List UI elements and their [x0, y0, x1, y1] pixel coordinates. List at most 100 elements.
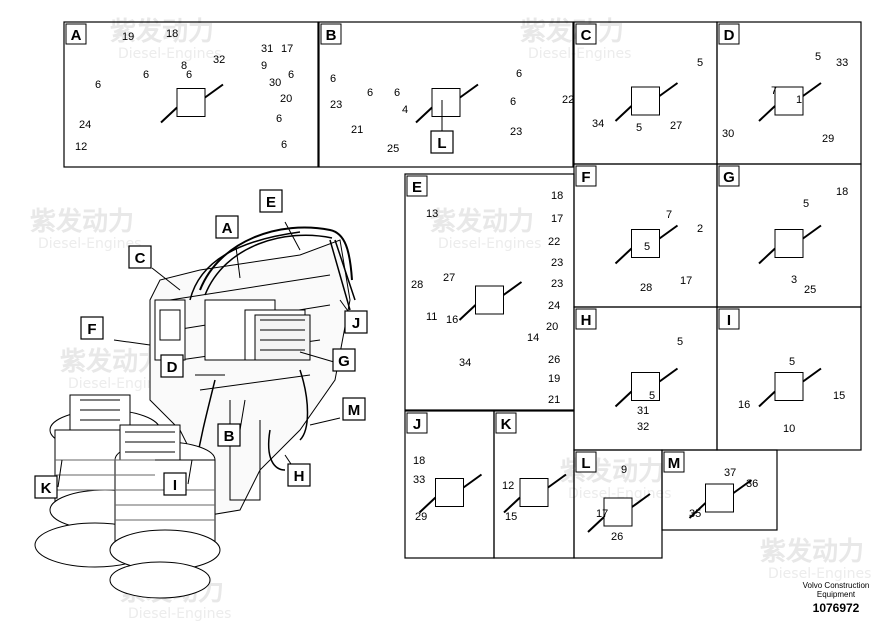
part-number-label: 23 [510, 126, 522, 138]
part-number-label: 6 [281, 139, 287, 151]
panel-tag: I [727, 312, 731, 329]
part-number-label: 5 [649, 390, 655, 402]
part-number-label: 25 [387, 143, 399, 155]
callout-letter: I [173, 477, 177, 494]
part-number-label: 8 [181, 60, 187, 72]
panel-border [661, 449, 778, 531]
hose-segment [160, 83, 224, 124]
panel-tag-box [575, 451, 597, 473]
part-number-label: 6 [367, 87, 373, 99]
part-number-label: 20 [546, 321, 558, 333]
panel-tag: G [723, 169, 735, 186]
part-number-label: 12 [75, 141, 87, 153]
hose-segment [415, 83, 479, 124]
watermark-cn: 紫发动力 [30, 206, 134, 237]
panel-border [63, 21, 319, 168]
part-number-label: 11 [426, 311, 437, 323]
panel-tag-box [320, 23, 342, 45]
callout-letter: B [224, 428, 235, 445]
fitting-block [475, 285, 504, 315]
panel-tag: L [581, 455, 590, 472]
callout-box [80, 316, 104, 340]
callout-g: G [332, 348, 356, 372]
part-number-label: 29 [415, 511, 427, 523]
callout-m: M [342, 397, 366, 421]
part-number-label: 18 [551, 190, 563, 202]
watermark-en: Diesel-Engines [528, 46, 631, 62]
part-number-label: 18 [166, 28, 178, 40]
callout-letter: F [87, 321, 96, 338]
part-number-label: 30 [722, 128, 734, 140]
part-number-label: 26 [548, 354, 560, 366]
part-number-label: 6 [330, 73, 336, 85]
part-number-label: 10 [783, 423, 795, 435]
part-number-label: 23 [551, 257, 563, 269]
callout-j: J [344, 310, 368, 334]
hose-segment [503, 473, 567, 514]
watermark-en: Diesel-Engines [438, 236, 541, 252]
part-number-label: 4 [402, 104, 408, 116]
part-number-label: 23 [330, 99, 342, 111]
panel-tag: K [501, 416, 512, 433]
panel-tag: M [668, 455, 681, 472]
watermark-en: Diesel-Engines [38, 236, 141, 252]
part-number-label: 20 [280, 93, 292, 105]
callout-box [344, 310, 368, 334]
part-number-label: 31 [261, 43, 273, 55]
callout-box [217, 423, 241, 447]
part-number-label: 14 [527, 332, 539, 344]
part-number-label: 22 [562, 94, 574, 106]
part-number-label: 28 [640, 282, 652, 294]
fitting-block [603, 497, 633, 527]
fitting-block [631, 229, 660, 258]
fitting-block [631, 372, 660, 401]
callout-box [163, 472, 187, 496]
part-number-label: 5 [636, 122, 642, 134]
hose-segment [614, 82, 679, 122]
panel-tag: E [412, 179, 422, 196]
part-number-label: 27 [443, 272, 455, 284]
callout-letter: M [348, 402, 361, 419]
hose-segment [758, 224, 822, 265]
part-number-label: 5 [815, 51, 821, 63]
part-number-label: 16 [738, 399, 750, 411]
watermark-cn: 紫发动力 [60, 346, 164, 377]
part-number-label: 33 [413, 474, 425, 486]
panel-tag: F [581, 169, 590, 186]
panel-tag-box [718, 165, 740, 187]
part-number-label: 17 [680, 275, 692, 287]
callout-letter: L [437, 135, 446, 152]
callout-box [287, 463, 311, 487]
panel-tag-box [65, 23, 87, 45]
part-number-label: 5 [803, 198, 809, 210]
callout-i: I [163, 472, 187, 496]
part-number-label: 34 [459, 357, 471, 369]
panel-tag-box [663, 451, 685, 473]
part-number-label: 2 [697, 223, 703, 235]
part-number-label: 33 [836, 57, 848, 69]
callout-box [128, 245, 152, 269]
hose-segment [758, 82, 822, 122]
callout-box [342, 397, 366, 421]
callout-box [332, 348, 356, 372]
callout-box [215, 215, 239, 239]
part-number-label: 15 [833, 390, 845, 402]
callout-letter: K [41, 480, 52, 497]
part-number-label: 16 [446, 314, 458, 326]
part-number-label: 9 [621, 464, 627, 476]
footer: Volvo Construction Equipment 1076972 [796, 581, 876, 615]
part-number: 1076972 [812, 601, 860, 615]
part-number-label: 3 [791, 274, 797, 286]
fitting-block [435, 478, 464, 507]
fitting-block [519, 478, 549, 507]
part-number-label: 27 [670, 120, 682, 132]
part-number-label: 32 [213, 54, 225, 66]
part-number-label: 5 [677, 336, 683, 348]
